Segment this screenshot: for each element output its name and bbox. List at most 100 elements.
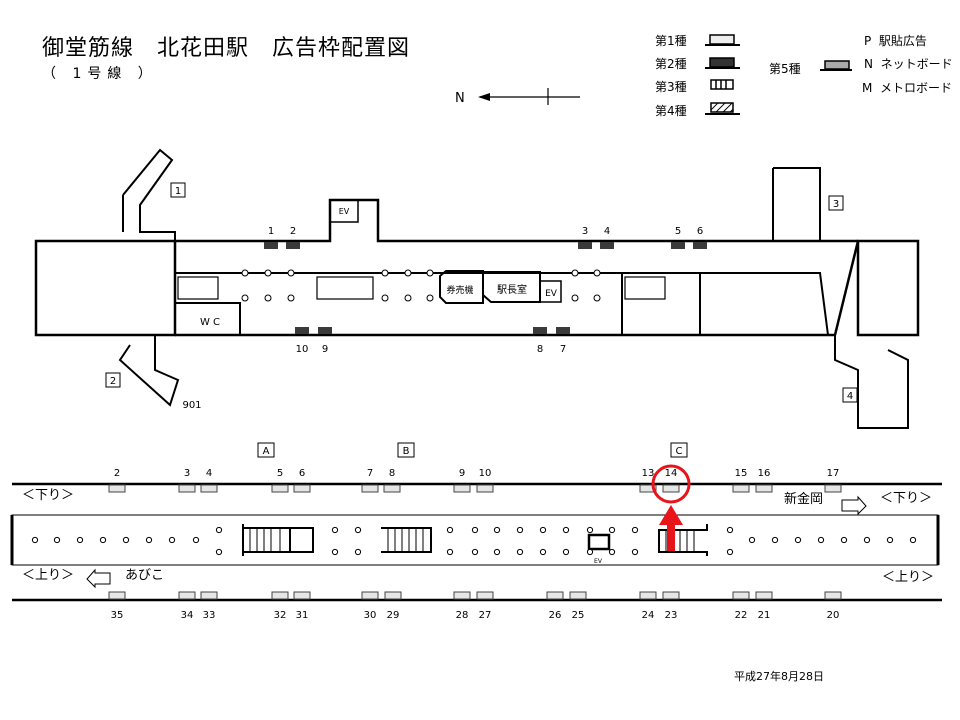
ad-board-label: 3 (184, 468, 190, 479)
column (886, 536, 894, 544)
column (215, 526, 223, 534)
section-label: C (676, 446, 683, 457)
column (726, 526, 734, 534)
legend-symbol-hatched (710, 102, 734, 113)
platform-stairs-a (242, 524, 314, 556)
ad-board-2 (286, 242, 300, 249)
destination-abiko: あびこ (125, 568, 164, 583)
ad-board-4 (600, 242, 614, 249)
column (493, 526, 501, 534)
ad-board-10 (295, 327, 309, 334)
ad-board-label: 4 (206, 468, 212, 479)
ad-board-6 (293, 484, 311, 493)
ad-board-label: 20 (827, 610, 840, 621)
direction-down-label: ＜下り＞ (880, 491, 932, 506)
column (493, 548, 501, 556)
column (817, 536, 825, 544)
column (331, 526, 339, 534)
ad-board-29 (384, 591, 402, 600)
ad-board-label: 9 (459, 468, 465, 479)
restroom-label: W C (200, 317, 220, 328)
ad-board-5 (271, 484, 289, 493)
ad-board-label: 3 (582, 226, 588, 237)
ad-board-24 (639, 591, 657, 600)
ticket-machine-label: 券売機 (446, 284, 473, 296)
ad-board-28 (453, 591, 471, 600)
column (331, 548, 339, 556)
ad-board-label: 13 (642, 468, 655, 479)
ad-board-label: 7 (367, 468, 373, 479)
ad-board-label: 6 (299, 468, 305, 479)
exit-box-3 (828, 195, 844, 211)
ad-board-23 (662, 591, 680, 600)
column (99, 536, 107, 544)
page-subtitle: （ 1号線 ） (42, 66, 158, 82)
revision-date: 平成27年8月28日 (734, 670, 824, 683)
section-box-B (397, 442, 415, 458)
ad-board-label: 29 (387, 610, 400, 621)
elevator-label: EV (339, 207, 350, 216)
ad-board-14 (662, 484, 680, 493)
ad-board-1 (264, 242, 278, 249)
column (608, 548, 616, 556)
column (562, 526, 570, 534)
column (571, 269, 579, 277)
legend-code-m: M メトロボード (862, 79, 952, 96)
column (562, 548, 570, 556)
ad-board-label: 15 (735, 468, 748, 479)
ad-board-30 (361, 591, 379, 600)
ad-board-3 (178, 484, 196, 493)
section-label: A (263, 446, 270, 457)
column (863, 536, 871, 544)
legend-type-3: 第3種 (655, 80, 687, 94)
code-letter: N (864, 57, 873, 71)
legend-type-5: 第5種 (769, 62, 801, 76)
ad-board-label: 35 (111, 610, 124, 621)
elevator-label: EV (545, 289, 558, 299)
ad-board-21 (755, 591, 773, 600)
column (631, 548, 639, 556)
ad-board-label: 1 (268, 226, 274, 237)
ad-board-label: 4 (604, 226, 610, 237)
column (571, 294, 579, 302)
ad-board-label: 8 (537, 344, 543, 355)
ad-board-label: 22 (735, 610, 748, 621)
column (241, 269, 249, 277)
ad-board-2 (108, 484, 126, 493)
legend-symbol-light (709, 34, 735, 45)
ad-board-5 (671, 242, 685, 249)
ad-board-31 (293, 591, 311, 600)
ad-board-label: 33 (203, 610, 216, 621)
ad-board-15 (732, 484, 750, 493)
column (404, 294, 412, 302)
ad-board-32 (271, 591, 289, 600)
section-label: B (403, 446, 410, 457)
code-letter: M (862, 81, 873, 95)
column (794, 536, 802, 544)
ad-board-label: 27 (479, 610, 492, 621)
exit-label: 3 (833, 199, 839, 210)
column (631, 526, 639, 534)
legend-symbol-dark (709, 57, 735, 68)
exit-label: 2 (110, 376, 116, 387)
section-box-A (257, 442, 275, 458)
north-arrow: N (455, 88, 580, 106)
column (404, 269, 412, 277)
column (76, 536, 84, 544)
ad-board-label: 5 (277, 468, 283, 479)
ad-board-9 (318, 327, 332, 334)
ad-board-label: 16 (758, 468, 771, 479)
ad-board-22 (732, 591, 750, 600)
ad-board-17 (824, 484, 842, 493)
ad-board-label: 5 (675, 226, 681, 237)
column (354, 548, 362, 556)
column (264, 294, 272, 302)
column (264, 269, 272, 277)
ad-board-label: 24 (642, 610, 655, 621)
ad-board-label: 32 (274, 610, 287, 621)
ad-board-34 (178, 591, 196, 600)
exit-box-2 (105, 372, 121, 388)
column (446, 548, 454, 556)
legend-type-1: 第1種 (655, 34, 687, 48)
ad-board-label: 31 (296, 610, 309, 621)
